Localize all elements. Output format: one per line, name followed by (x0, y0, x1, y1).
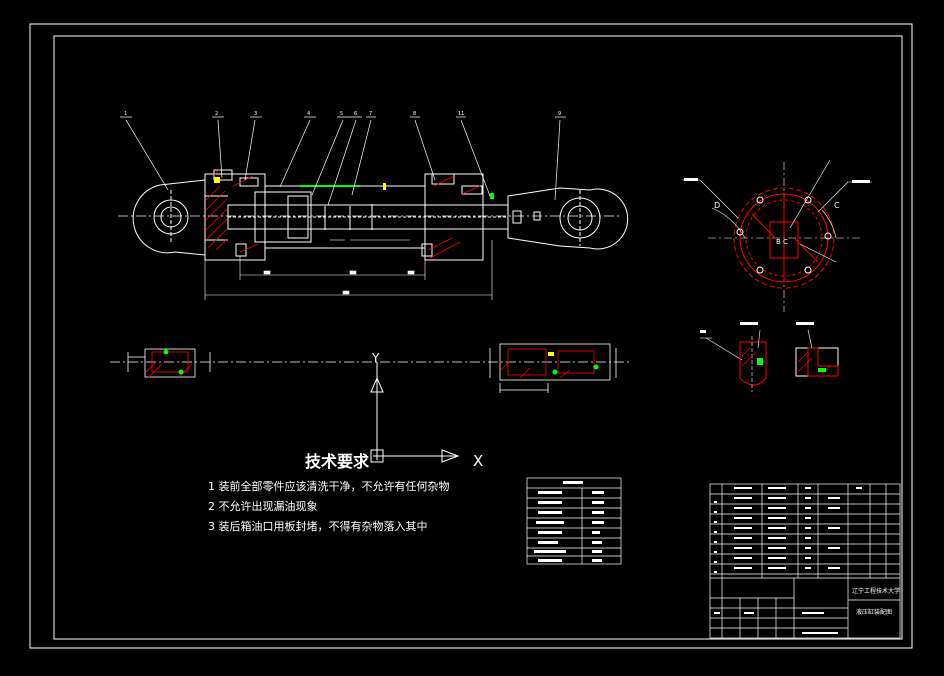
rod-detail-view (110, 343, 630, 393)
ucs-icon (370, 362, 460, 463)
callout-5: 5 (340, 111, 343, 117)
flange-section-view (682, 159, 872, 312)
tech-requirement-2: 2 不允许出现漏油现象 (208, 499, 318, 513)
callout-8: 8 (413, 111, 416, 117)
cylinder-colored-parts (214, 177, 494, 199)
title-block-school: 辽宁工程技术大学 (852, 587, 900, 595)
parameter-table (526, 477, 622, 565)
seal-label-left (740, 322, 758, 325)
callout-2: 2 (215, 111, 218, 117)
seal-label-right (796, 322, 814, 325)
tech-requirements: 技术要求 1 装前全部零件应该清洗干净，不允许有任何杂物 2 不允许出现漏油现象… (208, 452, 450, 533)
cylinder-assembly (118, 169, 629, 261)
callout-7: 7 (369, 111, 372, 117)
callout-4: 4 (307, 111, 310, 117)
rod-detail-seals (163, 349, 599, 375)
callout-6: 6 (354, 111, 357, 117)
seal-ring-left (757, 358, 763, 365)
title-block (709, 483, 901, 639)
callout-11: 11 (458, 111, 464, 117)
title-block-bom-text (714, 487, 862, 634)
part-callout-numbers: 1 2 3 4 5 6 7 8 11 9 (124, 111, 561, 117)
inner-frame (53, 35, 903, 640)
section-hatching (205, 168, 481, 259)
parameter-table-text (534, 481, 604, 562)
ucs-x-label: X (473, 452, 483, 470)
callout-9: 9 (558, 111, 561, 117)
tech-requirements-heading: 技术要求 (305, 452, 370, 471)
title-block-drawing-title: 液压缸装配图 (856, 608, 892, 616)
ucs-y-label: Y (371, 351, 380, 365)
seal-ring-right (818, 368, 826, 372)
seal-detail-views (700, 329, 839, 392)
outer-frame (29, 23, 913, 649)
callout-3: 3 (254, 111, 257, 117)
section-letter-d: D (714, 201, 720, 210)
callout-1: 1 (124, 111, 127, 117)
section-letter-c: C (834, 201, 840, 210)
cylinder-dimensions (204, 239, 493, 300)
seal-detail-hatching (741, 347, 831, 375)
section-letter-bc: B C (776, 238, 788, 246)
tech-requirement-3: 3 装后箱油口用板封堵，不得有杂物落入其中 (208, 519, 428, 533)
flange-label-right (852, 180, 870, 183)
tech-requirement-1: 1 装前全部零件应该清洗干净，不允许有任何杂物 (208, 479, 450, 493)
seal-label-leader (700, 330, 706, 333)
flange-label-left (684, 178, 698, 181)
part-callout-leaders (120, 116, 566, 206)
